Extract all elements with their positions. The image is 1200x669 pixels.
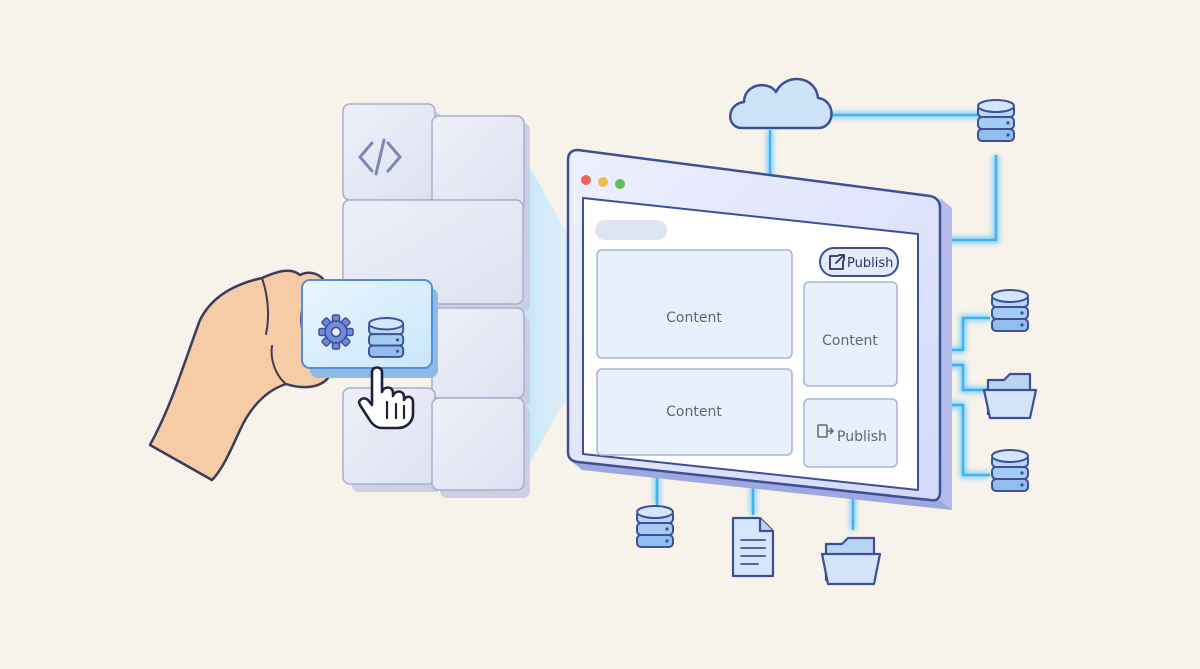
publish-button[interactable]: Publish [819,247,899,277]
folder-icon [982,372,1038,420]
document-icon [731,516,775,578]
gear-icon [318,314,354,350]
publish-card[interactable]: Publish [803,398,898,468]
module-blocks [342,103,530,498]
content-card[interactable]: Content [596,368,793,456]
database-icon [977,99,1015,142]
maximize-dot[interactable] [615,179,625,189]
card-label: Publish [837,429,887,445]
close-dot[interactable] [581,175,591,185]
cloud-icon [729,77,833,130]
folder-icon [820,536,882,586]
active-module-block[interactable] [301,279,438,378]
minimize-dot[interactable] [598,177,608,187]
content-card[interactable]: Content [596,249,793,359]
browser-window: Publish Content Content Content Publish [566,148,952,510]
connector-lines [655,113,998,530]
database-icon [368,317,405,358]
content-card[interactable]: Content [803,281,898,387]
card-label: Content [666,404,722,420]
card-label: Content [666,310,722,326]
code-icon [358,138,402,176]
document-export-icon [817,424,835,438]
card-label: Content [822,333,878,349]
address-bar [595,220,667,240]
database-icon [636,505,674,548]
pointer-hand-icon [358,366,415,430]
light-beam [520,150,605,480]
external-link-icon [829,254,845,270]
publish-button-label: Publish [847,256,893,271]
database-icon [991,289,1029,332]
database-icon [991,449,1029,492]
